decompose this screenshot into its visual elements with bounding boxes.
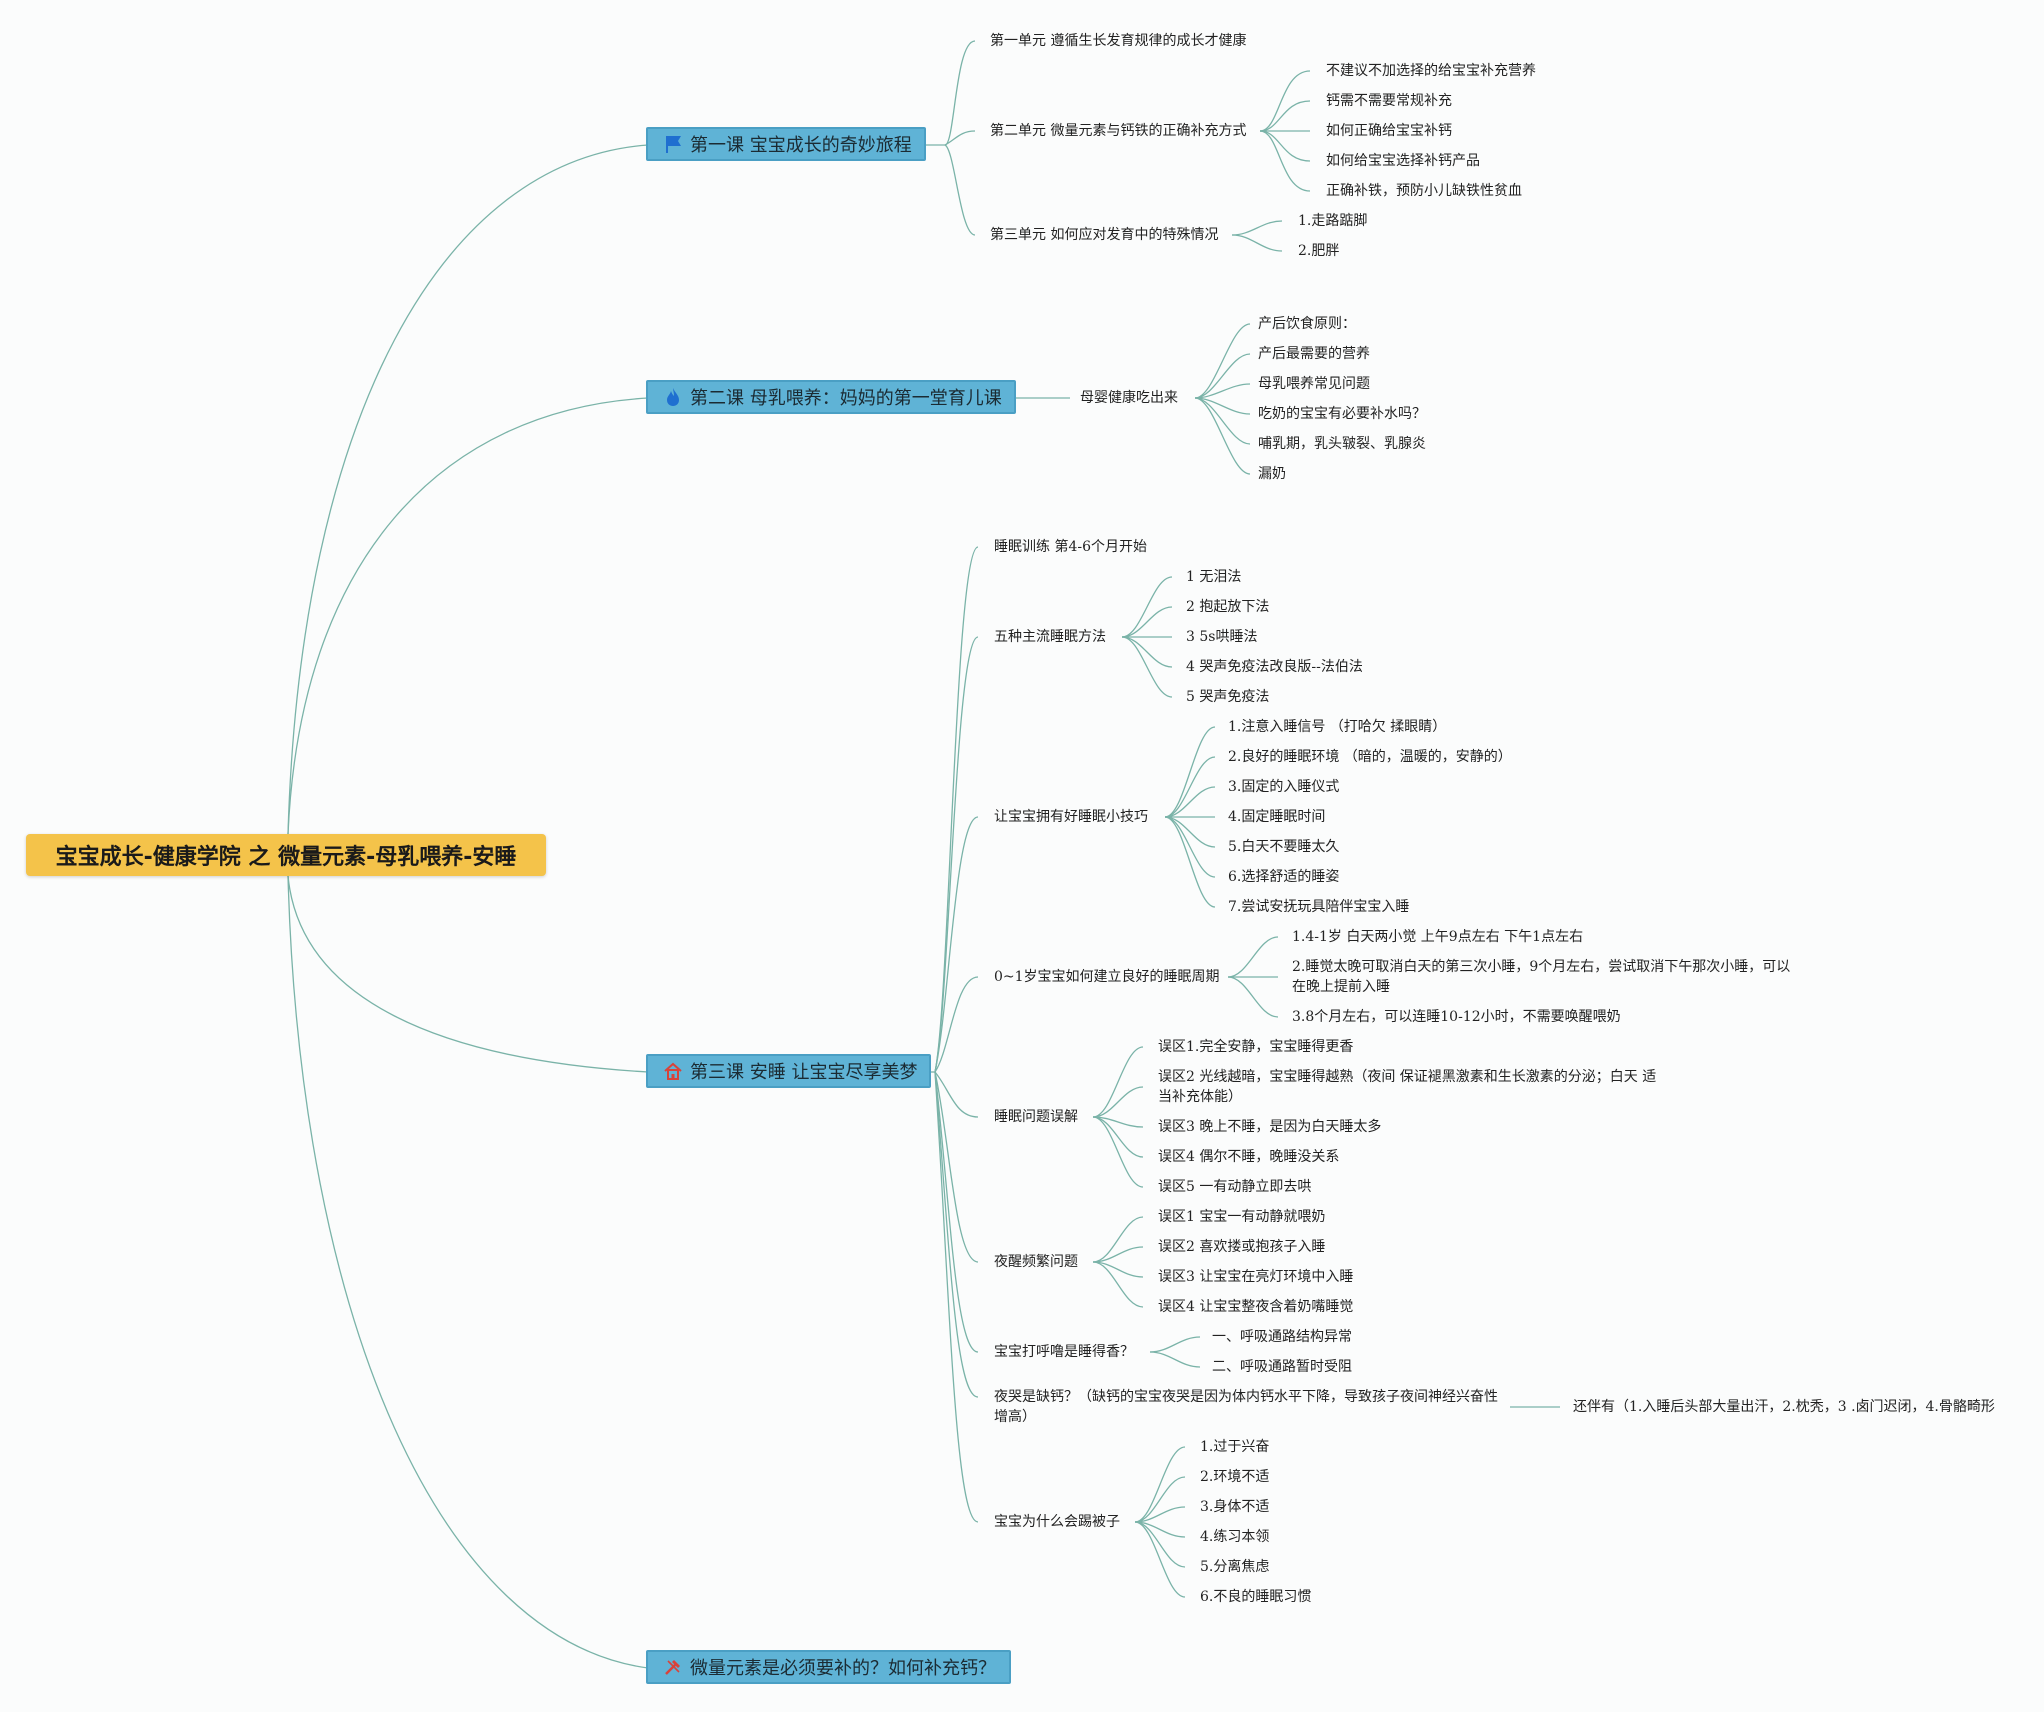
root-topic[interactable]: 宝宝成长-健康学院 之 微量元素-母乳喂养-安睡 bbox=[26, 834, 546, 876]
sleep-myth-item[interactable]: 误区3 晚上不睡，是因为白天睡太多 bbox=[1158, 1119, 1382, 1135]
sleep-method-item[interactable]: 2 抱起放下法 bbox=[1186, 599, 1270, 615]
unit-2-item[interactable]: 如何正确给宝宝补钙 bbox=[1326, 123, 1452, 139]
topic-label: 第三课 安睡 让宝宝尽享美梦 bbox=[690, 1062, 918, 1083]
maternal-health-item[interactable]: 产后最需要的营养 bbox=[1258, 346, 1370, 362]
maternal-health-item[interactable]: 母乳喂养常见问题 bbox=[1258, 376, 1370, 392]
maternal-health-item[interactable]: 哺乳期，乳头皲裂、乳腺炎 bbox=[1258, 436, 1426, 452]
home-icon bbox=[662, 1060, 684, 1082]
topic-label: 第二课 母乳喂养：妈妈的第一堂育儿课 bbox=[690, 388, 1002, 409]
night-crying-node[interactable]: 夜哭是缺钙？（缺钙的宝宝夜哭是因为体内钙水平下降，导致孩子夜间神经兴奋性增高） bbox=[994, 1389, 1498, 1425]
night-waking-item[interactable]: 误区2 喜欢搂或抱孩子入睡 bbox=[1158, 1239, 1326, 1255]
sleep-myth-item[interactable]: 误区5 一有动静立即去哄 bbox=[1158, 1179, 1312, 1195]
sleep-myth-item[interactable]: 误区1.完全安静，宝宝睡得更香 bbox=[1158, 1039, 1354, 1055]
sleep-tip-item[interactable]: 1.注意入睡信号 （打哈欠 揉眼睛） bbox=[1228, 719, 1447, 735]
unit-2-item[interactable]: 不建议不加选择的给宝宝补充营养 bbox=[1326, 63, 1536, 79]
sleep-cycle-item[interactable]: 1.4-1岁 白天两小觉 上午9点左右 下午1点左右 bbox=[1292, 929, 1584, 945]
topic-lesson-3[interactable]: 第三课 安睡 让宝宝尽享美梦 bbox=[646, 1054, 931, 1088]
sleep-method-item[interactable]: 3 5s哄睡法 bbox=[1186, 629, 1258, 645]
sleep-cycle-node[interactable]: 0~1岁宝宝如何建立良好的睡眠周期 bbox=[994, 969, 1220, 985]
sleep-methods-node[interactable]: 五种主流睡眠方法 bbox=[994, 629, 1106, 645]
maternal-health-item[interactable]: 吃奶的宝宝有必要补水吗？ bbox=[1258, 406, 1426, 422]
topic-label: 微量元素是必须要补的？如何补充钙？ bbox=[690, 1658, 996, 1679]
night-waking-item[interactable]: 误区1 宝宝一有动静就喂奶 bbox=[1158, 1209, 1326, 1225]
sleep-tip-item[interactable]: 3.固定的入睡仪式 bbox=[1228, 779, 1340, 795]
tools-icon bbox=[662, 1656, 684, 1678]
sleep-myth-item[interactable]: 误区2 光线越暗，宝宝睡得越熟（夜间 保证褪黑激素和生长激素的分泌；白天 适当补… bbox=[1158, 1069, 1657, 1105]
unit-2-item[interactable]: 正确补铁，预防小儿缺铁性贫血 bbox=[1326, 183, 1522, 199]
sleep-tip-item[interactable]: 2.良好的睡眠环境 （暗的，温暖的，安静的） bbox=[1228, 749, 1512, 765]
sleep-myths-node[interactable]: 睡眠问题误解 bbox=[994, 1109, 1078, 1125]
sleep-method-item[interactable]: 5 哭声免疫法 bbox=[1186, 689, 1270, 705]
night-waking-node[interactable]: 夜醒频繁问题 bbox=[994, 1254, 1078, 1270]
sleep-tips-node[interactable]: 让宝宝拥有好睡眠小技巧 bbox=[994, 809, 1148, 825]
maternal-health-item[interactable]: 漏奶 bbox=[1258, 466, 1286, 482]
sleep-cycle-item[interactable]: 2.睡觉太晚可取消白天的第三次小睡，9个月左右，尝试取消下午那次小睡，可以在晚上… bbox=[1292, 959, 1791, 995]
sleep-training-node[interactable]: 睡眠训练 第4-6个月开始 bbox=[994, 539, 1147, 555]
night-waking-item[interactable]: 误区3 让宝宝在亮灯环境中入睡 bbox=[1158, 1269, 1354, 1285]
night-crying-item[interactable]: 还伴有（1.入睡后头部大量出汗，2.枕秃，3 .卤门迟闭，4.骨骼畸形 bbox=[1573, 1399, 1995, 1415]
snoring-item[interactable]: 一、呼吸通路结构异常 bbox=[1212, 1329, 1352, 1345]
flag-icon bbox=[662, 133, 684, 155]
unit-2[interactable]: 第二单元 微量元素与钙铁的正确补充方式 bbox=[990, 123, 1247, 139]
kicking-quilt-node[interactable]: 宝宝为什么会踢被子 bbox=[994, 1514, 1120, 1530]
sleep-tip-item[interactable]: 5.白天不要睡太久 bbox=[1228, 839, 1340, 855]
unit-3-item[interactable]: 2.肥胖 bbox=[1298, 243, 1340, 259]
sleep-cycle-item[interactable]: 3.8个月左右，可以连睡10-12小时，不需要唤醒喂奶 bbox=[1292, 1009, 1621, 1025]
night-waking-item[interactable]: 误区4 让宝宝整夜含着奶嘴睡觉 bbox=[1158, 1299, 1354, 1315]
snoring-item[interactable]: 二、呼吸通路暂时受阻 bbox=[1212, 1359, 1352, 1375]
snoring-node[interactable]: 宝宝打呼噜是睡得香？ bbox=[994, 1344, 1134, 1360]
kicking-quilt-item[interactable]: 2.环境不适 bbox=[1200, 1469, 1270, 1485]
sleep-method-item[interactable]: 1 无泪法 bbox=[1186, 569, 1242, 585]
unit-2-item[interactable]: 钙需不需要常规补充 bbox=[1326, 93, 1452, 109]
maternal-health-node[interactable]: 母婴健康吃出来 bbox=[1080, 390, 1178, 406]
unit-3[interactable]: 第三单元 如何应对发育中的特殊情况 bbox=[990, 227, 1219, 243]
kicking-quilt-item[interactable]: 1.过于兴奋 bbox=[1200, 1439, 1270, 1455]
sleep-method-item[interactable]: 4 哭声免疫法改良版--法伯法 bbox=[1186, 659, 1363, 675]
unit-1[interactable]: 第一单元 遵循生长发育规律的成长才健康 bbox=[990, 33, 1247, 49]
topic-lesson-1[interactable]: 第一课 宝宝成长的奇妙旅程 bbox=[646, 127, 926, 161]
sleep-tip-item[interactable]: 6.选择舒适的睡姿 bbox=[1228, 869, 1340, 885]
topic-label: 第一课 宝宝成长的奇妙旅程 bbox=[690, 135, 912, 156]
kicking-quilt-item[interactable]: 5.分离焦虑 bbox=[1200, 1559, 1270, 1575]
maternal-health-item[interactable]: 产后饮食原则： bbox=[1258, 316, 1356, 332]
sleep-myth-item[interactable]: 误区4 偶尔不睡，晚睡没关系 bbox=[1158, 1149, 1340, 1165]
flame-icon bbox=[662, 386, 684, 408]
unit-2-item[interactable]: 如何给宝宝选择补钙产品 bbox=[1326, 153, 1480, 169]
topic-lesson-2[interactable]: 第二课 母乳喂养：妈妈的第一堂育儿课 bbox=[646, 380, 1016, 414]
kicking-quilt-item[interactable]: 4.练习本领 bbox=[1200, 1529, 1270, 1545]
sleep-tip-item[interactable]: 7.尝试安抚玩具陪伴宝宝入睡 bbox=[1228, 899, 1410, 915]
sleep-tip-item[interactable]: 4.固定睡眠时间 bbox=[1228, 809, 1326, 825]
kicking-quilt-item[interactable]: 3.身体不适 bbox=[1200, 1499, 1270, 1515]
unit-3-item[interactable]: 1.走路踮脚 bbox=[1298, 213, 1368, 229]
kicking-quilt-item[interactable]: 6.不良的睡眠习惯 bbox=[1200, 1589, 1312, 1605]
topic-trace-elements[interactable]: 微量元素是必须要补的？如何补充钙？ bbox=[646, 1650, 1011, 1684]
